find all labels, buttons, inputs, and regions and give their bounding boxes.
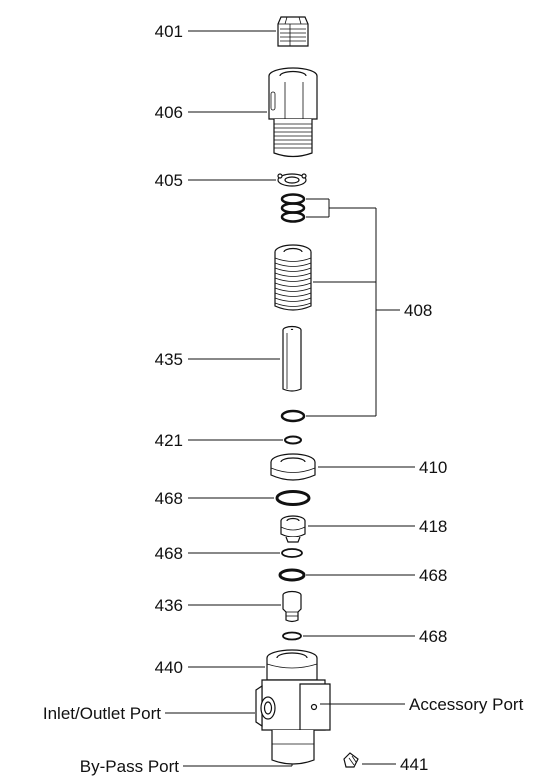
- leader-lines: [165, 30, 415, 767]
- part-408-upper-rings: [280, 193, 306, 223]
- label-468-a: 468: [155, 489, 183, 508]
- part-435-rod: [282, 325, 302, 392]
- part-418-seat: [280, 515, 306, 543]
- part-406-hex-body: [268, 67, 318, 158]
- label-468-c: 468: [419, 566, 447, 585]
- part-436-seat: [282, 590, 302, 623]
- label-468-d: 468: [419, 627, 447, 646]
- part-441-plug: [343, 752, 359, 768]
- label-421: 421: [155, 431, 183, 450]
- label-401: 401: [155, 22, 183, 41]
- label-440: 440: [155, 658, 183, 677]
- label-408: 408: [404, 301, 432, 320]
- label-bypass-port: By-Pass Port: [80, 757, 179, 776]
- part-468-oring-pair: [278, 548, 306, 582]
- label-468-b: 468: [155, 544, 183, 563]
- part-421-ring: [284, 435, 302, 445]
- label-436: 436: [155, 596, 183, 615]
- label-406: 406: [155, 103, 183, 122]
- label-405: 405: [155, 171, 183, 190]
- label-441: 441: [400, 755, 428, 774]
- part-410-gland: [270, 453, 316, 481]
- part-labels: 401 406 405 408 435 421 410 468 418 468 …: [43, 22, 524, 776]
- part-440-housing: [255, 649, 331, 765]
- label-410: 410: [419, 458, 447, 477]
- part-408-spring: [274, 244, 312, 311]
- label-418: 418: [419, 517, 447, 536]
- label-inlet-outlet-port: Inlet/Outlet Port: [43, 704, 161, 723]
- part-468-oring-large: [275, 490, 311, 506]
- part-405-washer: [277, 173, 307, 187]
- part-408-lower-ring: [280, 409, 306, 423]
- label-accessory-port: Accessory Port: [409, 695, 524, 714]
- label-435: 435: [155, 350, 183, 369]
- part-468-oring-small: [282, 631, 302, 641]
- part-401-cap: [277, 16, 309, 47]
